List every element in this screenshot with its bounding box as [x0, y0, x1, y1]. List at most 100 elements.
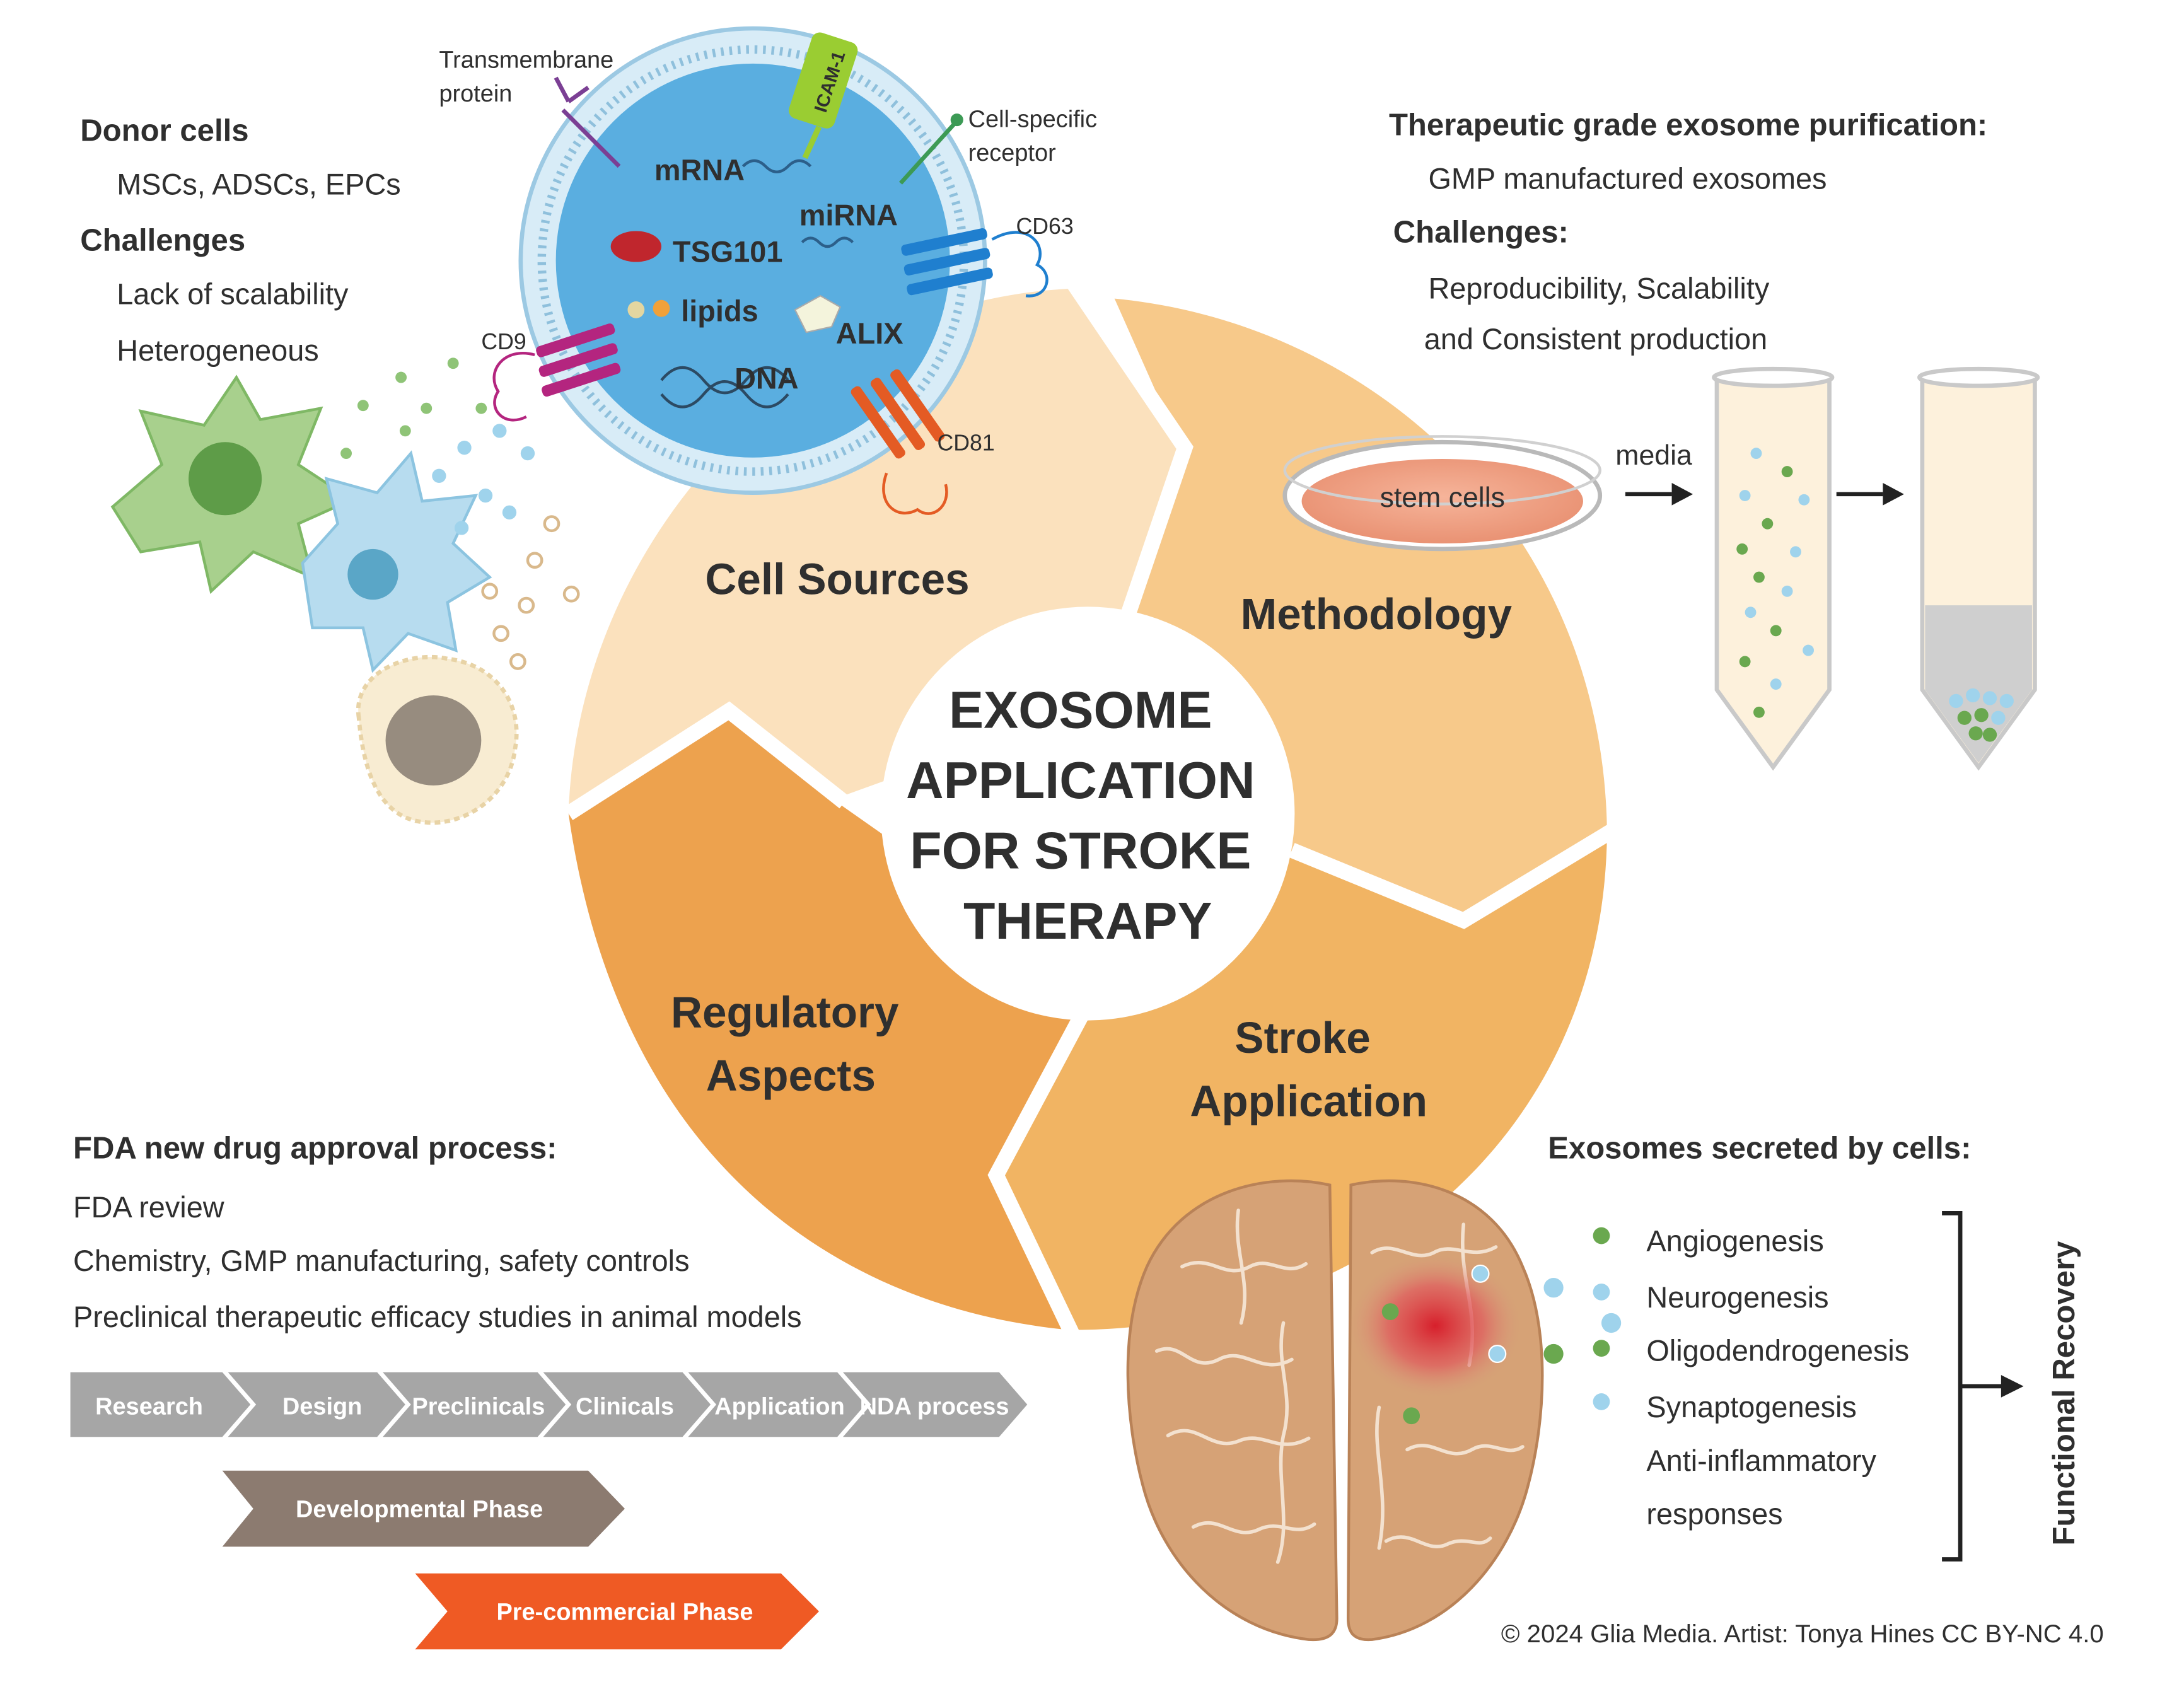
test-tube-pellet-icon	[1917, 366, 2040, 771]
center-disc	[881, 606, 1295, 1021]
functional-recovery-label: Functional Recovery	[2047, 1241, 2081, 1546]
effect-anti-inflammatory: Anti-inflammatory	[1646, 1444, 1876, 1477]
step-preclinicals: Preclinicals	[412, 1394, 545, 1420]
segment-label-stroke-2: Application	[1190, 1076, 1427, 1125]
segment-label-methodology: Methodology	[1241, 589, 1513, 639]
fda-item-1: FDA review	[73, 1191, 224, 1224]
bullet-angiogenesis	[1593, 1227, 1610, 1244]
step-design: Design	[282, 1394, 362, 1420]
step-nda-process: NDA process	[860, 1394, 1009, 1420]
icam-protein-icon: ICAM-1	[789, 32, 858, 160]
label-media: media	[1615, 440, 1692, 471]
test-tube-with-media-icon	[1712, 366, 1835, 771]
stroke-lesion	[1348, 1252, 1523, 1399]
purification-heading: Therapeutic grade exosome purification:	[1389, 108, 1987, 142]
svg-text:Cell-specific receptor: Cell-specific receptor	[968, 106, 1104, 166]
purification-challenge-2: and Consistent production	[1424, 323, 1767, 356]
label-transmembrane-2: protein	[439, 81, 512, 107]
svg-text:Transmembrane protein: Transmembrane protein	[439, 47, 620, 108]
cd9-receptor-icon	[492, 323, 621, 422]
exosomes-secreted-heading: Exosomes secreted by cells:	[1548, 1131, 1971, 1165]
fda-heading: FDA new drug approval process:	[73, 1131, 557, 1165]
label-cd63: CD63	[1016, 214, 1073, 239]
approval-process-steps: Research Design Preclinicals Clinicals A…	[70, 1372, 1028, 1437]
fda-item-3: Preclinical therapeutic efficacy studies…	[73, 1301, 802, 1333]
donor-cells-heading: Donor cells	[80, 114, 248, 148]
svg-text:Stroke Application: Stroke Application	[1190, 1013, 1427, 1125]
dna-helix-icon	[660, 366, 789, 409]
credit-line: © 2024 Glia Media. Artist: Tonya Hines C…	[1501, 1620, 2104, 1648]
purification-challenge-1: Reproducibility, Scalability	[1428, 272, 1769, 305]
petri-dish-icon: stem cells	[1282, 435, 1603, 552]
transmembrane-protein-icon	[554, 76, 621, 168]
label-cell-specific-2: receptor	[968, 140, 1056, 166]
segment-regulatory-aspects	[568, 710, 1098, 1330]
developmental-phase-arrow: Developmental Phase	[222, 1470, 625, 1547]
label-cell-specific-1: Cell-specific	[968, 106, 1097, 132]
exosomes-secreted-block: Exosomes secreted by cells: Angiogenesis…	[1548, 1131, 2081, 1562]
exosome-diagram: Transmembrane protein ICAM-1 Cell-specif…	[439, 26, 1104, 515]
label-dna: DNA	[735, 362, 799, 395]
bullet-synaptogenesis	[1593, 1393, 1610, 1410]
segment-label-regulatory-2: Aspects	[706, 1051, 876, 1100]
purification-block: Therapeutic grade exosome purification: …	[1389, 108, 1987, 356]
center-title-line-4: THERAPY	[963, 892, 1212, 950]
mrna-strand-icon	[741, 159, 812, 173]
svg-text:Regulatory Aspects: Regulatory Aspects	[671, 988, 911, 1100]
brain-icon	[1126, 1179, 1544, 1642]
therapy-wheel: EXOSOME APPLICATION FOR STROKE THERAPY C…	[564, 277, 1617, 1338]
epc-cell-icon	[356, 654, 519, 825]
donor-challenge-2: Heterogeneous	[117, 334, 318, 367]
fda-block: FDA new drug approval process: FDA revie…	[73, 1131, 802, 1333]
donor-cell-illustrations	[110, 357, 580, 825]
arrow-right-icon-2	[1836, 482, 1904, 506]
donor-cell-types: MSCs, ADSCs, EPCs	[117, 168, 400, 200]
effect-responses: responses	[1646, 1498, 1782, 1531]
effect-neurogenesis: Neurogenesis	[1646, 1281, 1828, 1314]
precommercial-phase-arrow: Pre-commercial Phase	[415, 1573, 819, 1650]
label-alix: ALIX	[836, 317, 903, 350]
effect-angiogenesis: Angiogenesis	[1646, 1225, 1823, 1258]
center-title-line-1: EXOSOME	[949, 681, 1212, 739]
center-title-line-2: APPLICATION	[906, 751, 1255, 809]
label-developmental-phase: Developmental Phase	[296, 1496, 543, 1522]
msc-cell-icon	[110, 374, 355, 594]
grouping-bracket	[1942, 1211, 1963, 1562]
arrow-right-icon	[1625, 482, 1693, 506]
label-stem-cells: stem cells	[1380, 482, 1505, 513]
cd63-receptor-icon	[901, 228, 1048, 298]
label-mrna: mRNA	[654, 154, 745, 187]
effect-synaptogenesis: Synaptogenesis	[1646, 1391, 1856, 1424]
step-research: Research	[95, 1394, 203, 1420]
adsc-cell-icon	[301, 450, 492, 673]
purification-item: GMP manufactured exosomes	[1428, 162, 1827, 195]
label-tsg101: TSG101	[673, 236, 783, 269]
bullet-oligodendrogenesis	[1593, 1340, 1610, 1357]
tsg101-icon	[610, 231, 662, 262]
lipid-droplet-icon-2	[653, 299, 670, 317]
donor-challenges-heading: Challenges	[80, 224, 245, 258]
arrow-right-icon-3	[1960, 1375, 2024, 1398]
label-lipids: lipids	[681, 294, 758, 327]
label-cd81: CD81	[937, 431, 994, 456]
step-clinicals: Clinicals	[576, 1394, 674, 1420]
segment-label-regulatory-1: Regulatory	[671, 988, 899, 1037]
center-title-line-3: FOR STROKE	[910, 822, 1251, 880]
secreted-exosome-dots	[1543, 1278, 1622, 1364]
step-application: Application	[714, 1394, 845, 1420]
label-cd9: CD9	[481, 329, 526, 354]
purification-challenges-heading: Challenges:	[1393, 215, 1569, 249]
donor-challenge-1: Lack of scalability	[117, 278, 349, 311]
cd81-receptor-icon	[851, 369, 948, 515]
label-precommercial-phase: Pre-commercial Phase	[496, 1599, 753, 1625]
svg-text:EXOSOME APPLICATION: EXOSOME APPLICATION FOR STROKE THERAPY	[906, 681, 1270, 950]
segment-label-stroke-1: Stroke	[1234, 1013, 1370, 1062]
effect-oligodendrogenesis: Oligodendrogenesis	[1646, 1335, 1909, 1367]
cell-specific-receptor-icon	[898, 113, 963, 185]
donor-cells-block: Donor cells MSCs, ADSCs, EPCs Challenges…	[80, 114, 400, 367]
fda-item-2: Chemistry, GMP manufacturing, safety con…	[73, 1244, 689, 1277]
label-mirna: miRNA	[799, 199, 898, 232]
segment-label-cell-sources: Cell Sources	[705, 554, 969, 603]
alix-protein-icon	[794, 294, 841, 334]
